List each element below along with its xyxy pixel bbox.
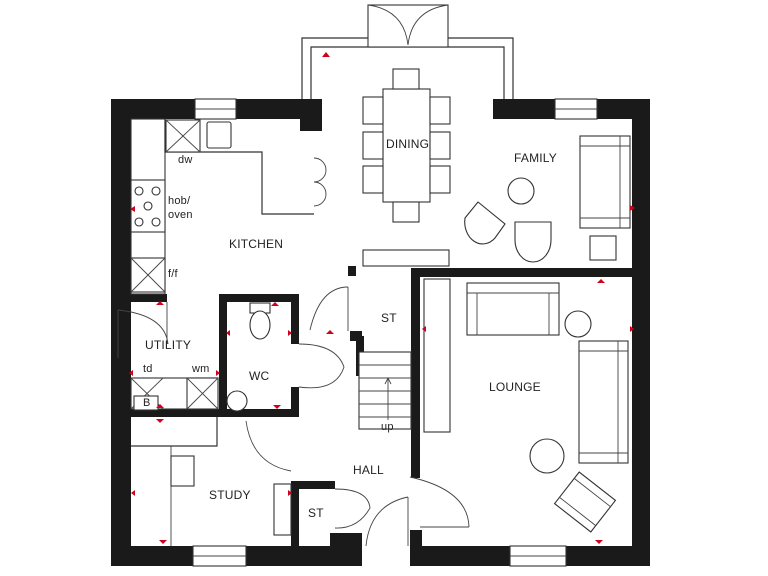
stairs-up-label: up [381, 421, 394, 433]
fixture-label-oven: oven [168, 209, 193, 221]
room-label-kitchen: KITCHEN [229, 237, 284, 251]
room-label-store-lower: ST [308, 506, 324, 520]
room-label-study: STUDY [209, 488, 251, 502]
lounge-furniture [423, 278, 629, 533]
windows [192, 4, 598, 567]
fixture-label-washing-machine: wm [192, 363, 210, 375]
electrical-markers [129, 52, 635, 544]
dining-table [362, 68, 451, 267]
fixture-label-hob: hob/ [168, 195, 191, 207]
room-label-family: FAMILY [514, 151, 557, 165]
fixture-label-dishwasher: dw [178, 154, 193, 166]
room-label-dining: DINING [386, 137, 430, 151]
study-furniture [131, 417, 292, 546]
fixture-label-fridge-freezer: f/f [168, 268, 178, 280]
exterior-walls [111, 99, 650, 566]
room-label-wc: WC [249, 369, 270, 383]
room-label-utility: UTILITY [145, 338, 192, 352]
room-label-lounge: LOUNGE [489, 380, 541, 394]
fixture-label-tumble-dryer: td [143, 363, 153, 375]
kitchen-units [130, 118, 327, 295]
doors [117, 286, 470, 547]
family-furniture [464, 135, 631, 263]
fixture-label-boiler: B [143, 397, 151, 409]
staircase [358, 351, 412, 430]
utility-wc-fixtures [130, 302, 271, 412]
room-label-hall: HALL [353, 463, 384, 477]
room-label-store-upper: ST [381, 311, 397, 325]
